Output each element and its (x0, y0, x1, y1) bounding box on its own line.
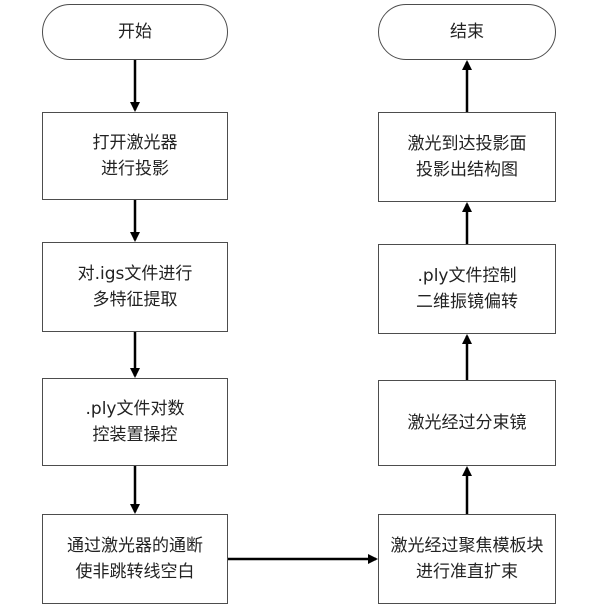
start-node: 开始 (42, 4, 228, 60)
step-open-laser: 打开激光器 进行投影 (42, 112, 228, 200)
step-projection-line-1: 激光到达投影面 (407, 134, 527, 154)
step-ply-device-line-1: .ply文件对数 (85, 399, 185, 419)
step-blanking-line-1: 通过激光器的通断 (67, 536, 203, 556)
step-igs-feature-extraction: 对.igs文件进行 多特征提取 (42, 242, 228, 332)
step-igs-line-2: 多特征提取 (92, 290, 178, 310)
step-blanking-line-2: 使非跳转线空白 (75, 562, 195, 582)
start-label: 开始 (118, 22, 152, 42)
step-ply-device-line-2: 控装置操控 (92, 425, 178, 445)
step-galvo-line-1: .ply文件控制 (417, 266, 517, 286)
step-collimation-line-2: 进行准直扩束 (416, 562, 518, 582)
step-collimation-line-1: 激光经过聚焦模板块 (390, 536, 544, 556)
end-label: 结束 (450, 22, 484, 42)
step-open-laser-line-1: 打开激光器 (92, 133, 178, 153)
step-laser-reaches-projection: 激光到达投影面 投影出结构图 (378, 112, 556, 202)
step-ply-control-device: .ply文件对数 控装置操控 (42, 378, 228, 466)
step-beam-splitter: 激光经过分束镜 (378, 380, 556, 466)
end-node: 结束 (378, 4, 556, 60)
step-projection-line-2: 投影出结构图 (416, 160, 518, 180)
step-igs-line-1: 对.igs文件进行 (77, 264, 193, 284)
step-galvo-line-2: 二维振镜偏转 (416, 292, 518, 312)
step-laser-on-off-blanking: 通过激光器的通断 使非跳转线空白 (42, 514, 228, 604)
step-focus-collimation: 激光经过聚焦模板块 进行准直扩束 (378, 514, 556, 604)
step-open-laser-line-2: 进行投影 (101, 159, 169, 179)
step-ply-galvo-deflection: .ply文件控制 二维振镜偏转 (378, 244, 556, 334)
step-beam-splitter-label: 激光经过分束镜 (407, 413, 527, 433)
